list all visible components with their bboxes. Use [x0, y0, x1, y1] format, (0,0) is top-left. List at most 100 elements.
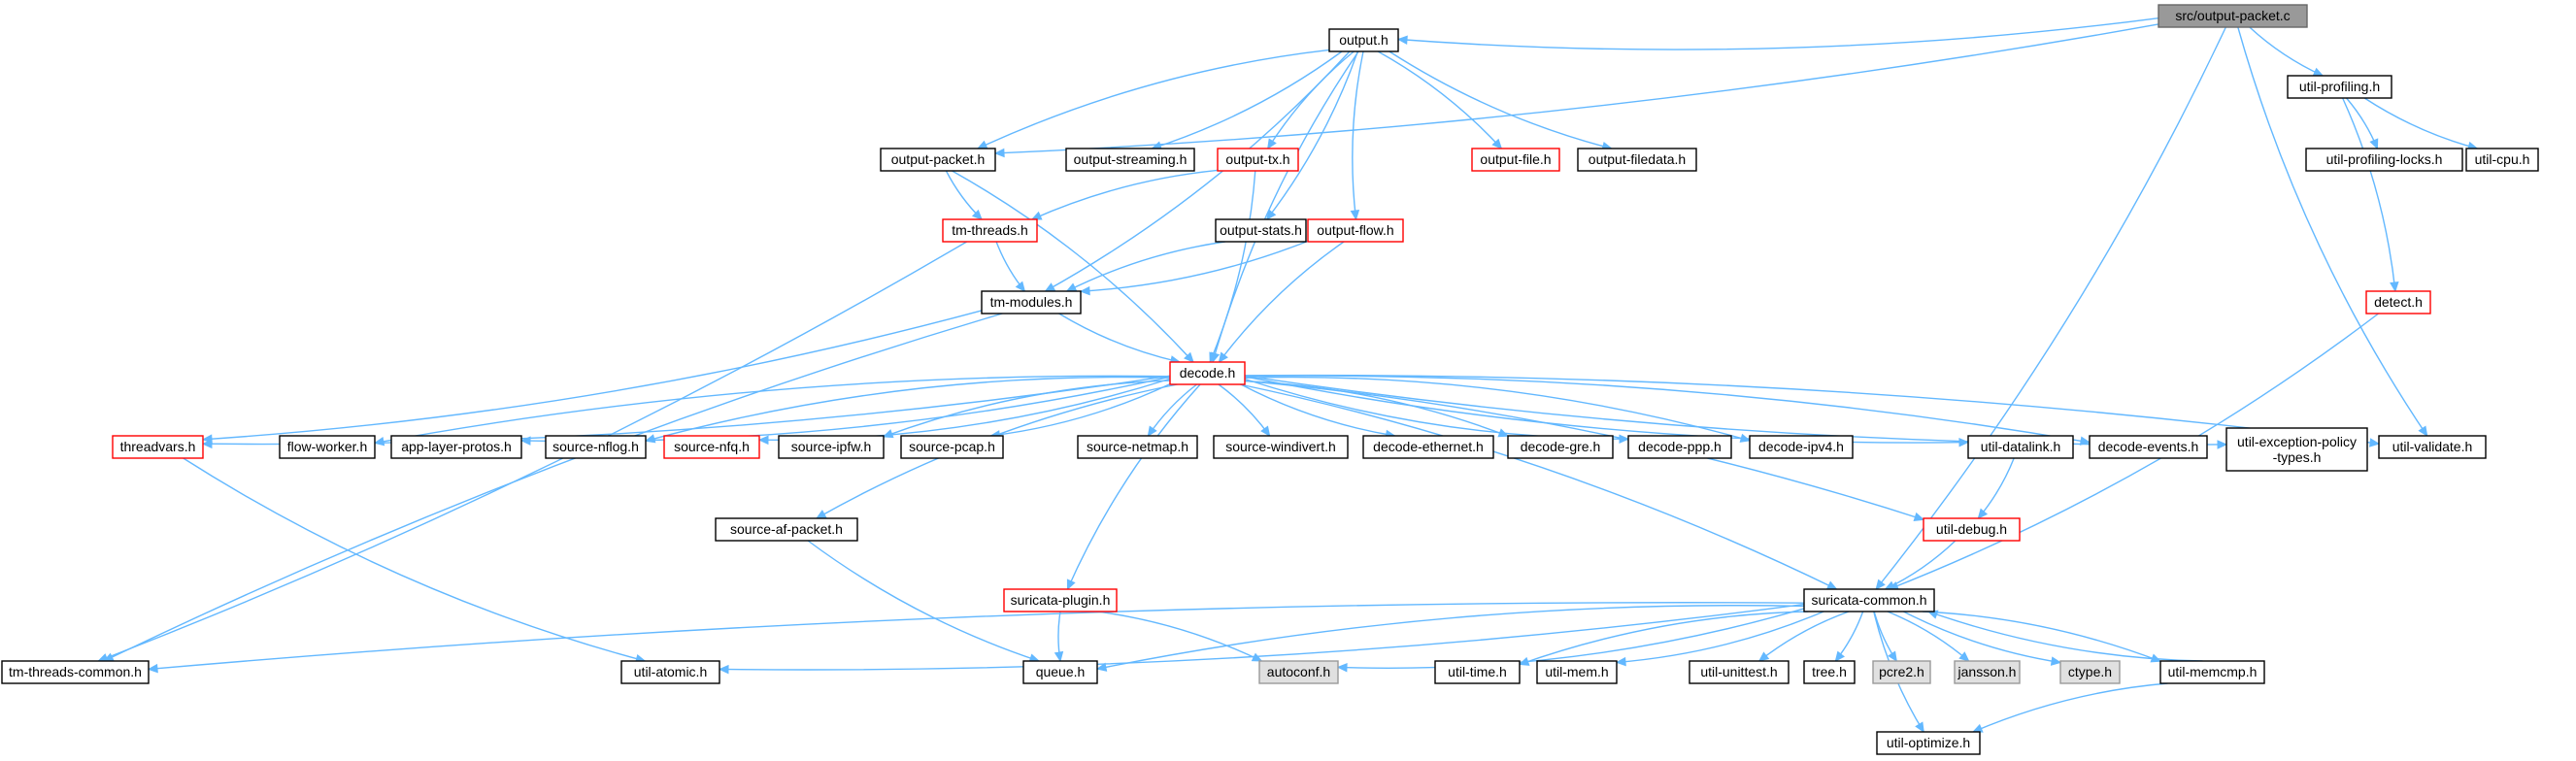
- node-label: output-filedata.h: [1589, 151, 1686, 167]
- edge-root-to-output_h: [1396, 17, 2159, 50]
- node-source-windivert[interactable]: source-windivert.h: [1213, 435, 1349, 459]
- node-suricata-common[interactable]: suricata-common.h: [1803, 588, 1935, 612]
- node-label: output-packet.h: [891, 151, 986, 167]
- edge-decode_h-to-flow_worker: [373, 375, 1171, 447]
- node-output-stats[interactable]: output-stats.h: [1215, 218, 1307, 243]
- edge-decode_h-to-util_datalink: [1244, 376, 1970, 447]
- node-label: flow-worker.h: [287, 439, 367, 454]
- node-util-memcmp[interactable]: util-memcmp.h: [2159, 660, 2265, 684]
- node-tree-h[interactable]: tree.h: [1803, 660, 1856, 684]
- node-tm-threads-common[interactable]: tm-threads-common.h: [1, 660, 150, 684]
- node-box: [1434, 660, 1521, 684]
- node-detect-h[interactable]: detect.h: [2365, 290, 2431, 314]
- node-box: [1536, 660, 1618, 684]
- node-flow-worker[interactable]: flow-worker.h: [279, 435, 376, 459]
- node-label: detect.h: [2374, 294, 2423, 310]
- edge-output_packet_h-to-decode_h: [952, 170, 1194, 363]
- node-util-profiling-locks[interactable]: util-profiling-locks.h: [2305, 148, 2463, 172]
- node-box: [1258, 660, 1339, 684]
- edge-suricata_common-to-tm_threads_common: [147, 602, 1805, 674]
- node-label: output-tx.h: [1225, 151, 1289, 167]
- arrowhead-icon: [1491, 138, 1503, 149]
- node-threadvars[interactable]: threadvars.h: [112, 435, 204, 459]
- node-util-mem[interactable]: util-mem.h: [1536, 660, 1618, 684]
- node-suricata-plugin[interactable]: suricata-plugin.h: [1003, 588, 1118, 612]
- node-util-exception-policy[interactable]: util-exception-policy-types.h: [2225, 427, 2368, 472]
- node-source-netmap[interactable]: source-netmap.h: [1077, 435, 1198, 459]
- arrowhead-icon: [1184, 351, 1194, 363]
- node-output-tx[interactable]: output-tx.h: [1217, 148, 1299, 172]
- arrowhead-icon: [1915, 721, 1924, 734]
- node-source-nflog[interactable]: source-nflog.h: [545, 435, 647, 459]
- node-box: [778, 435, 885, 459]
- node-util-profiling[interactable]: util-profiling.h: [2287, 75, 2392, 99]
- node-label: output-streaming.h: [1074, 151, 1188, 167]
- node-jansson[interactable]: jansson.h: [1954, 660, 2021, 684]
- node-decode-gre[interactable]: decode-gre.h: [1507, 435, 1614, 459]
- edge-decode_h-to-source_ipfw: [882, 380, 1171, 439]
- node-decode-events[interactable]: decode-events.h: [2089, 435, 2208, 459]
- node-tm-modules[interactable]: tm-modules.h: [981, 290, 1082, 314]
- arrowhead-icon: [1834, 650, 1845, 662]
- node-box: [1803, 588, 1935, 612]
- node-pcre2[interactable]: pcre2.h: [1872, 660, 1931, 684]
- node-util-validate[interactable]: util-validate.h: [2378, 435, 2487, 459]
- node-decode-h[interactable]: decode.h: [1169, 361, 1246, 385]
- edge-output_h-to-output_filedata: [1388, 50, 1613, 151]
- node-util-atomic[interactable]: util-atomic.h: [620, 660, 720, 684]
- node-label: util-atomic.h: [634, 664, 707, 679]
- edge-output_flow-to-decode_h: [1218, 241, 1345, 363]
- node-output-streaming[interactable]: output-streaming.h: [1065, 148, 1195, 172]
- node-output-packet-h[interactable]: output-packet.h: [880, 148, 996, 172]
- edge-util_memcmp-to-util_optimize: [1971, 682, 2168, 733]
- arrowhead-icon: [1065, 282, 1078, 292]
- node-label: output-stats.h: [1220, 222, 1302, 238]
- node-app-layer-protos[interactable]: app-layer-protos.h: [390, 435, 522, 459]
- arrowhead-icon: [1884, 580, 1896, 590]
- node-output-filedata[interactable]: output-filedata.h: [1577, 148, 1697, 172]
- node-util-debug[interactable]: util-debug.h: [1923, 517, 2021, 542]
- node-util-datalink[interactable]: util-datalink.h: [1967, 435, 2074, 459]
- node-decode-ipv4[interactable]: decode-ipv4.h: [1749, 435, 1854, 459]
- node-util-cpu[interactable]: util-cpu.h: [2465, 148, 2539, 172]
- node-util-unittest[interactable]: util-unittest.h: [1689, 660, 1790, 684]
- node-util-optimize[interactable]: util-optimize.h: [1876, 731, 1981, 755]
- arrowhead-icon: [1913, 512, 1925, 521]
- node-output-file[interactable]: output-file.h: [1471, 148, 1560, 172]
- node-source-af-packet[interactable]: source-af-packet.h: [715, 517, 858, 542]
- node-label: app-layer-protos.h: [401, 439, 512, 454]
- node-box: [1215, 218, 1307, 243]
- node-label: output.h: [1339, 32, 1388, 48]
- node-autoconf[interactable]: autoconf.h: [1258, 660, 1339, 684]
- node-decode-ppp[interactable]: decode-ppp.h: [1627, 435, 1732, 459]
- node-box: [1876, 731, 1981, 755]
- node-util-time[interactable]: util-time.h: [1434, 660, 1521, 684]
- node-tm-threads[interactable]: tm-threads.h: [942, 218, 1038, 243]
- node-box: [2465, 148, 2539, 172]
- node-source-pcap[interactable]: source-pcap.h: [900, 435, 1004, 459]
- edge-decode_h-to-source_nflog: [644, 376, 1171, 444]
- node-output-h[interactable]: output.h: [1328, 28, 1399, 52]
- node-label: decode-gre.h: [1521, 439, 1601, 454]
- node-source-ipfw[interactable]: source-ipfw.h: [778, 435, 885, 459]
- node-source-nfq[interactable]: source-nfq.h: [663, 435, 760, 459]
- node-queue-h[interactable]: queue.h: [1022, 660, 1098, 684]
- node-label: source-nfq.h: [674, 439, 750, 454]
- node-root[interactable]: src/output-packet.c: [2158, 4, 2308, 28]
- node-label: autoconf.h: [1267, 664, 1330, 679]
- node-label: src/output-packet.c: [2175, 8, 2290, 23]
- node-box: [1169, 361, 1246, 385]
- node-box: [1923, 517, 2021, 542]
- node-label: util-cpu.h: [2475, 151, 2530, 167]
- node-output-flow[interactable]: output-flow.h: [1307, 218, 1404, 243]
- arrowhead-icon: [147, 663, 158, 674]
- node-label: pcre2.h: [1879, 664, 1924, 679]
- node-box: [2365, 290, 2431, 314]
- node-box: [1022, 660, 1098, 684]
- node-box: [1872, 660, 1931, 684]
- node-box: [2059, 660, 2121, 684]
- node-label: util-optimize.h: [1887, 735, 1970, 750]
- node-ctype[interactable]: ctype.h: [2059, 660, 2121, 684]
- node-decode-ethernet[interactable]: decode-ethernet.h: [1362, 435, 1494, 459]
